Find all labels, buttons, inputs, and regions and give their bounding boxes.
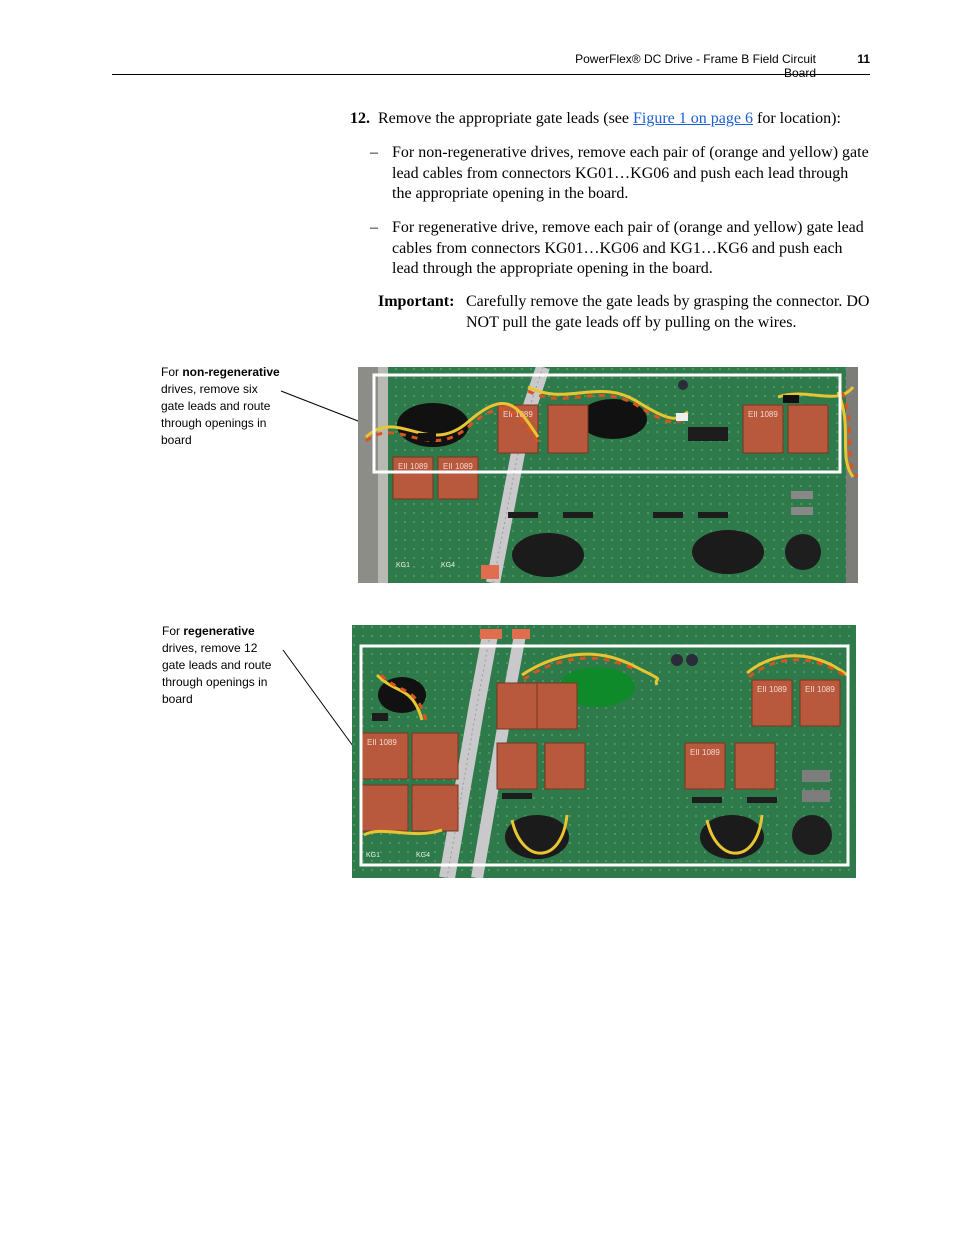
highlight-frame — [359, 644, 850, 867]
bullet-dash: – — [370, 144, 378, 161]
running-header: PowerFlex® DC Drive - Frame B Field Circ… — [575, 52, 816, 80]
important-text: Carefully remove the gate leads by grasp… — [466, 293, 870, 331]
bullet-non-regenerative: – For non-regenerative drives, remove ea… — [370, 143, 870, 205]
step-number: 12. — [350, 110, 370, 127]
highlight-frame — [372, 373, 842, 474]
callout-bold: regenerative — [183, 624, 255, 638]
callout-prefix: For — [161, 365, 183, 379]
callout-prefix: For — [162, 624, 184, 638]
relay-label: EII 1089 — [443, 462, 473, 471]
kg-label: KG1 — [396, 562, 410, 569]
callout-rest: drives, remove six gate leads and route … — [161, 382, 271, 447]
relay-label: EII 1089 — [398, 462, 428, 471]
page-number: 11 — [857, 52, 870, 66]
callout-bold: non-regenerative — [182, 365, 280, 379]
relay-label: EII 1089 — [748, 410, 778, 419]
bullet-regenerative: – For regenerative drive, remove each pa… — [370, 218, 870, 280]
header-divider — [112, 74, 870, 75]
callout-rest: drives, remove 12 gate leads and route t… — [162, 641, 272, 706]
step-12: 12. Remove the appropriate gate leads (se… — [350, 108, 880, 129]
step-text-before: Remove the appropriate gate leads (see — [378, 110, 633, 127]
important-label: Important: — [378, 293, 455, 310]
relay-label: EII 1089 — [805, 685, 835, 694]
relay-label: EII 1089 — [757, 685, 787, 694]
leader-line-bottom — [282, 649, 362, 758]
callout-non-regenerative: For non-regenerative drives, remove six … — [161, 364, 283, 449]
board-photo-regenerative: EII 1089 EII 1089 EII 1089 EII 1089 — [352, 625, 856, 878]
kg-label: KG4 — [416, 852, 430, 859]
bullet-text: For regenerative drive, remove each pair… — [392, 219, 864, 277]
figure-link[interactable]: Figure 1 on page 6 — [633, 110, 753, 127]
relay-label: EII 1089 — [690, 748, 720, 757]
bullet-text: For non-regenerative drives, remove each… — [392, 144, 869, 202]
step-text-after: for location): — [752, 110, 841, 127]
kg-label: KG1 — [366, 852, 380, 859]
bullet-dash: – — [370, 219, 378, 236]
kg-label: KG4 — [441, 562, 455, 569]
relay-label: EII 1089 — [367, 738, 397, 747]
relay-label: EII 1089 — [503, 410, 533, 419]
board-photo-non-regenerative: EII 1089 EII 1089 EII 1089 EII 1089 — [358, 367, 858, 583]
important-note: Important: Carefully remove the gate lea… — [378, 292, 878, 333]
callout-regenerative: For regenerative drives, remove 12 gate … — [162, 623, 284, 708]
